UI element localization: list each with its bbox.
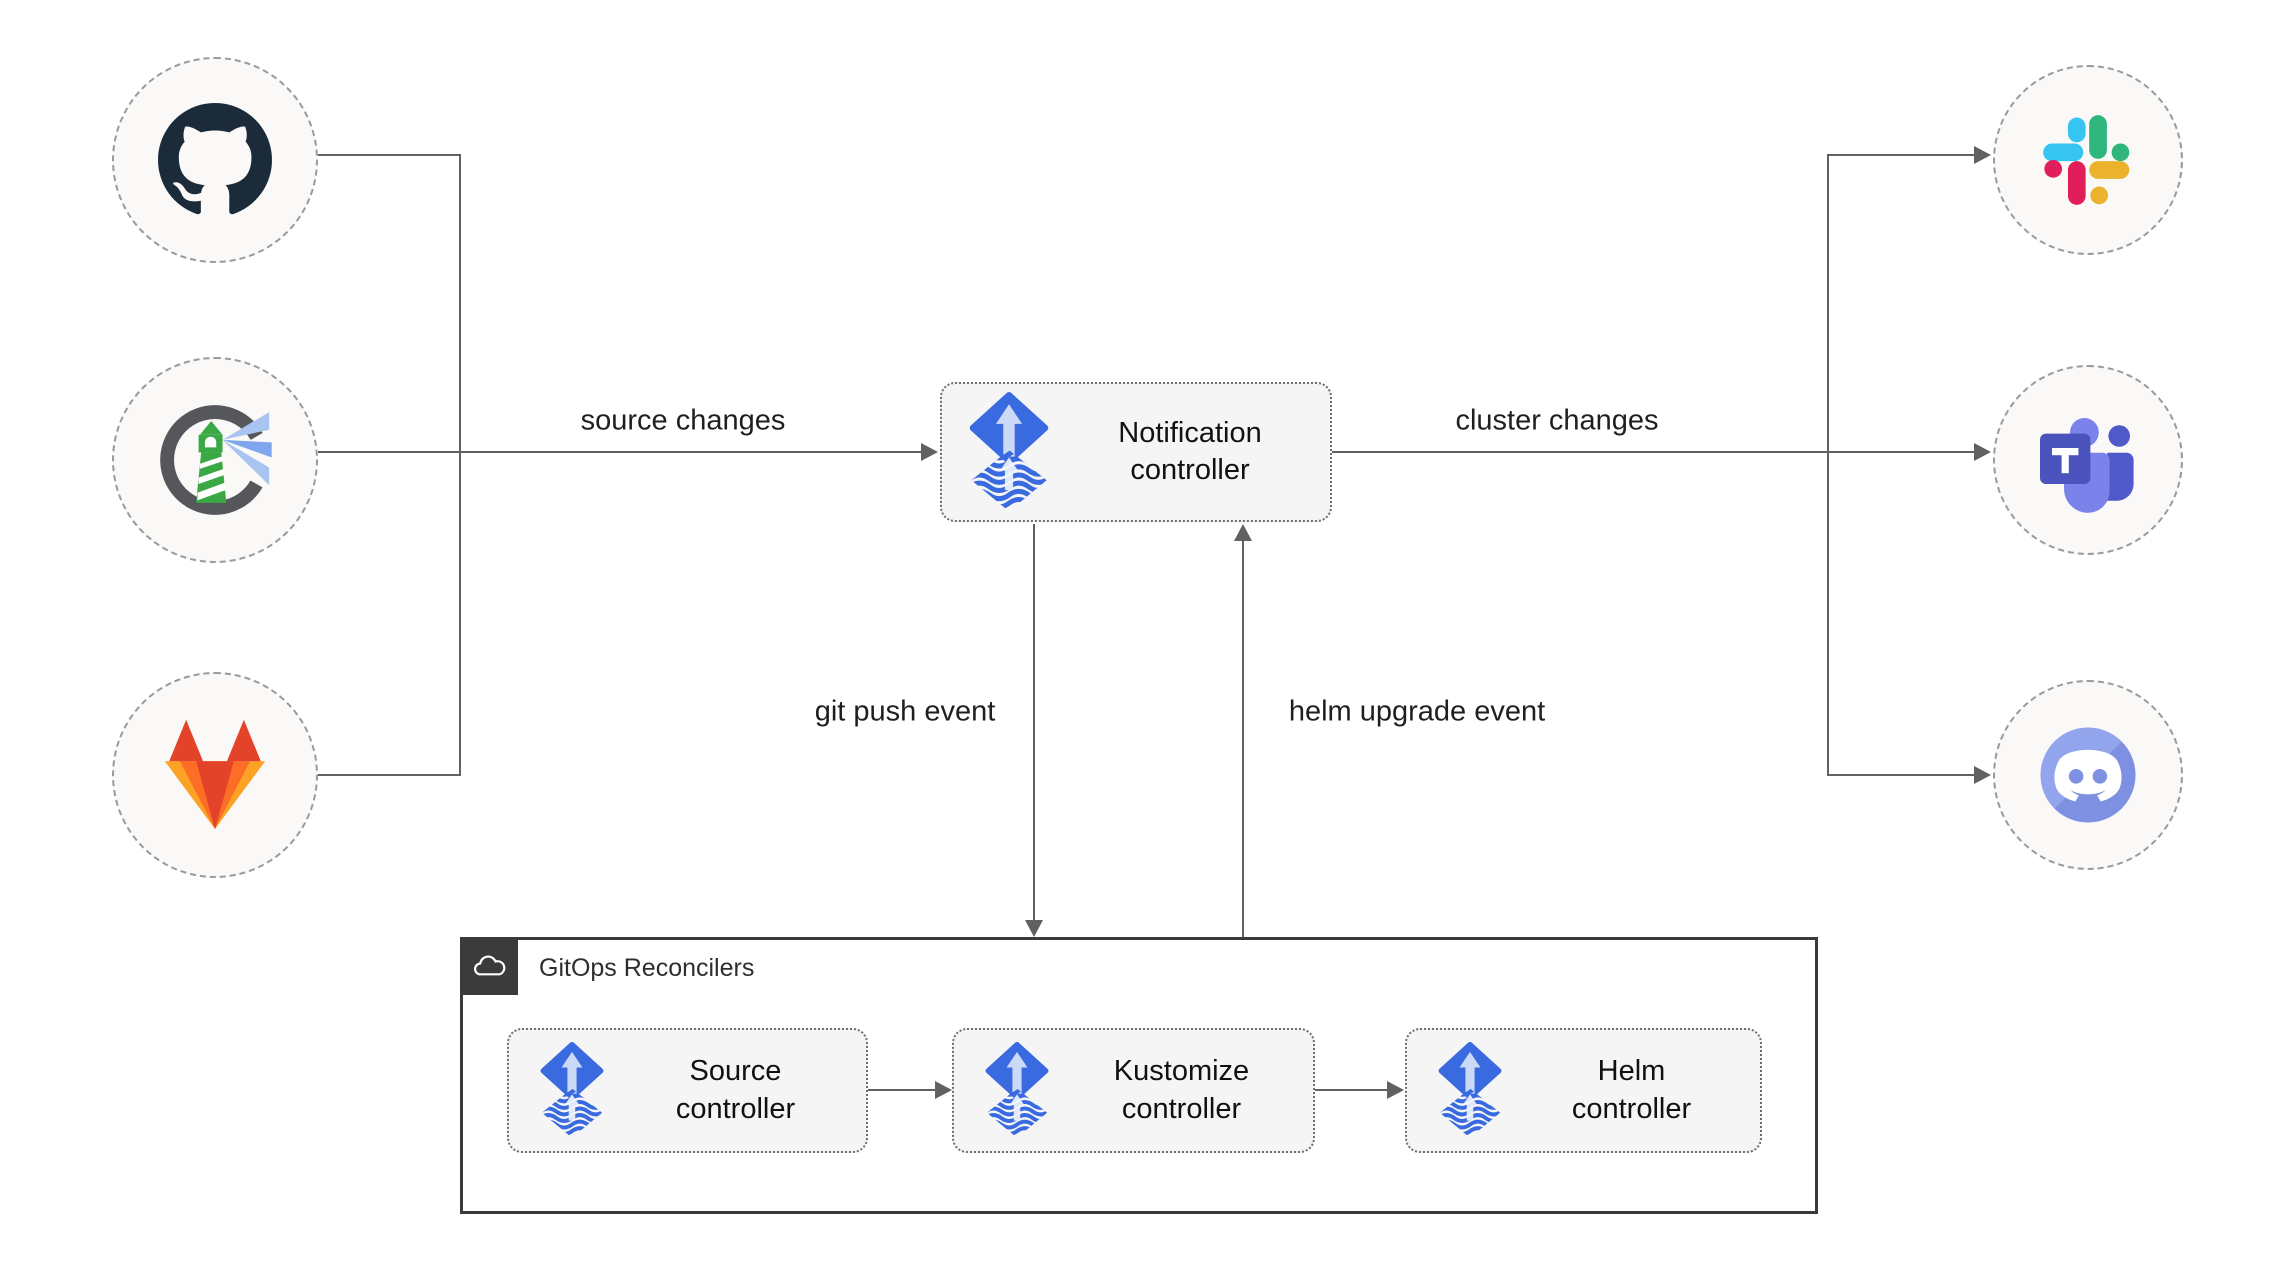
gitlab-node — [112, 672, 318, 878]
connector-right-bus — [1827, 154, 1829, 776]
notification-controller-node: Notification controller — [940, 382, 1332, 522]
helm-controller-node: Helm controller — [1405, 1028, 1762, 1153]
arrowhead-into-notification — [921, 443, 938, 461]
arrowhead-into-kustomize — [935, 1081, 952, 1099]
arrowhead-into-teams — [1974, 443, 1991, 461]
edge-label-source-changes: source changes — [580, 404, 786, 437]
flux-icon — [539, 1042, 605, 1139]
helm-controller-label: Helm controller — [1571, 1055, 1692, 1125]
connector-left-bus — [459, 154, 461, 776]
cloud-icon — [471, 952, 508, 980]
harbor-node — [112, 357, 318, 563]
flux-icon — [968, 392, 1050, 513]
gitlab-icon — [152, 716, 278, 834]
ms-teams-icon — [2028, 400, 2148, 520]
kustomize-controller-node: Kustomize controller — [952, 1028, 1315, 1153]
source-controller-label: Source controller — [675, 1055, 796, 1125]
group-tag — [460, 937, 518, 995]
arrowhead-into-slack — [1974, 146, 1991, 164]
connector-github-to-bus — [318, 154, 461, 156]
edge-label-helm-upgrade-event: helm upgrade event — [1288, 695, 1546, 728]
arrowhead-git-push — [1025, 920, 1043, 937]
harbor-icon — [152, 397, 278, 523]
connector-source-to-kustomize — [868, 1089, 936, 1091]
connector-kustomize-to-helm — [1315, 1089, 1388, 1091]
connector-git-push — [1033, 524, 1035, 922]
connector-gitlab-to-bus — [318, 774, 461, 776]
source-controller-node: Source controller — [507, 1028, 868, 1153]
connector-bus-to-slack — [1829, 154, 1975, 156]
notification-controller-label: Notification controller — [1118, 416, 1262, 486]
group-title: GitOps Reconcilers — [539, 954, 755, 982]
connector-bus-to-discord — [1829, 774, 1975, 776]
edge-label-git-push-event: git push event — [814, 695, 996, 728]
connector-notification-to-bus — [1332, 451, 1829, 453]
arrowhead-into-discord — [1974, 766, 1991, 784]
flux-icon — [984, 1042, 1050, 1139]
discord-icon — [2022, 709, 2154, 841]
flux-icon — [1437, 1042, 1503, 1139]
gitops-reconcilers-group: GitOps Reconcilers — [460, 937, 1818, 1214]
arrowhead-into-helm — [1387, 1081, 1404, 1099]
github-icon — [158, 103, 272, 217]
edge-label-cluster-changes: cluster changes — [1455, 404, 1659, 437]
connector-sources-to-notification — [318, 451, 922, 453]
discord-node — [1993, 680, 2183, 870]
connector-helm-upgrade — [1242, 540, 1244, 937]
arrowhead-helm-upgrade — [1234, 524, 1252, 541]
connector-bus-to-teams — [1829, 451, 1975, 453]
kustomize-controller-label: Kustomize controller — [1113, 1055, 1250, 1125]
ms-teams-node — [1993, 365, 2183, 555]
slack-icon — [2029, 101, 2147, 219]
github-node — [112, 57, 318, 263]
slack-node — [1993, 65, 2183, 255]
